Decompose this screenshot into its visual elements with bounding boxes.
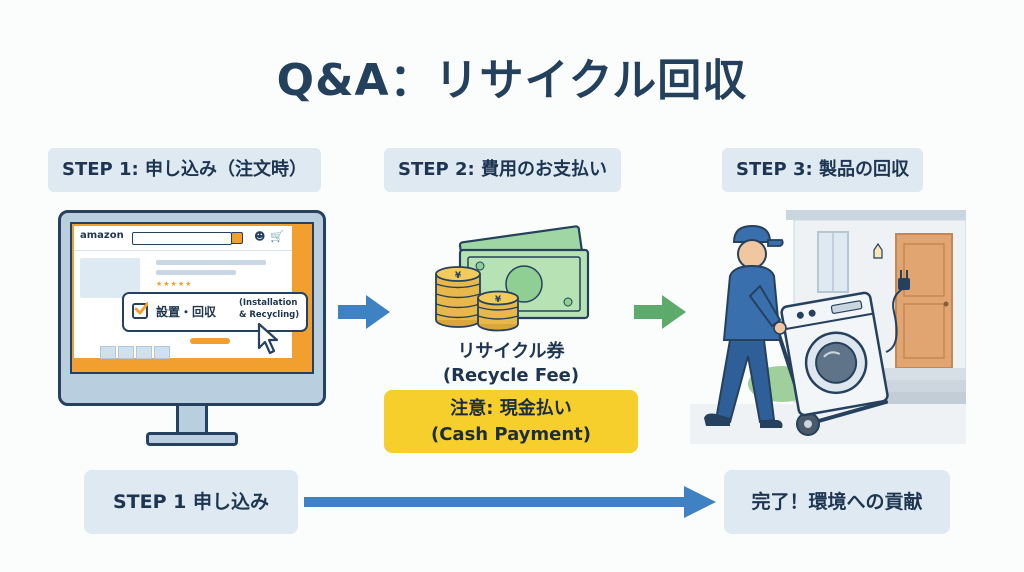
monitor-base — [146, 432, 238, 446]
step-1-label: STEP 1: 申し込み（注文時） — [48, 148, 321, 192]
caption-en: (Recycle Fee) — [442, 365, 580, 386]
note-ja: 注意: 現金払い — [450, 398, 572, 419]
svg-text:¥: ¥ — [455, 271, 462, 281]
rating-stars: ★★★★★ — [156, 280, 193, 288]
cash-payment-note: 注意: 現金払い (Cash Payment) — [384, 390, 638, 453]
installation-recycling-option[interactable]: 設置・回収 (Installation& Recycling) — [122, 292, 308, 332]
note-en: (Cash Payment) — [430, 424, 592, 445]
option-label: 設置・回収 — [156, 305, 217, 319]
product-image — [80, 258, 140, 298]
monitor-stand — [176, 406, 208, 436]
worker-icon — [704, 224, 787, 428]
flow-start-box: STEP 1 申し込み — [84, 470, 298, 534]
power-plug-icon — [885, 270, 910, 353]
search-icon[interactable] — [231, 232, 243, 244]
store-logo: amazon — [80, 230, 124, 241]
caption-ja: リサイクル券 — [457, 341, 565, 362]
product-subtitle-line — [156, 270, 236, 275]
cursor-icon — [257, 322, 279, 355]
recycle-fee-caption: リサイクル券 (Recycle Fee) — [400, 340, 622, 388]
flow-long-arrow — [304, 486, 716, 518]
page-title: Q&A：リサイクル回収 — [276, 55, 748, 106]
cart-icon[interactable]: 🛒 — [270, 230, 284, 243]
product-title-line — [156, 260, 266, 265]
thumbnail[interactable] — [154, 346, 170, 359]
thumbnail[interactable] — [136, 346, 152, 359]
flow-end-box: 完了！環境への貢献 — [724, 470, 950, 534]
checkbox-icon[interactable] — [132, 302, 148, 319]
thumbnail[interactable] — [118, 346, 134, 359]
arrow-step2-to-step3 — [634, 295, 686, 329]
step-3-label: STEP 3: 製品の回収 — [722, 148, 923, 192]
option-english-label: (Installation& Recycling) — [239, 298, 300, 320]
pickup-illustration — [690, 210, 966, 444]
coin-icon: ¥ ¥ — [435, 266, 519, 332]
search-input[interactable] — [132, 232, 232, 245]
thumbnail[interactable] — [100, 346, 116, 359]
user-icon[interactable]: ☻ — [254, 230, 266, 243]
money-illustration: ¥ ¥ — [435, 225, 590, 332]
svg-text:¥: ¥ — [495, 295, 502, 305]
arrow-step1-to-step2 — [338, 295, 390, 329]
buy-button[interactable] — [190, 338, 230, 344]
washing-machine-icon — [780, 291, 889, 417]
store-header: amazon ☻ 🛒 — [74, 226, 292, 251]
monitor-illustration: amazon ☻ 🛒 ★★★★★ 設置・回収 (Installation& Re… — [58, 210, 326, 446]
step-2-label: STEP 2: 費用のお支払い — [384, 148, 621, 192]
door-icon — [895, 233, 953, 369]
